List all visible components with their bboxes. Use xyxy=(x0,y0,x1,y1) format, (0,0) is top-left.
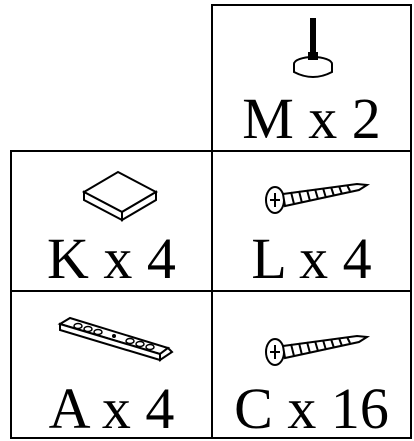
part-label-m: M x 2 xyxy=(213,90,410,148)
part-label-c: C x 16 xyxy=(213,380,410,438)
part-cell-a: A x 4 xyxy=(10,290,213,439)
part-cell-k: K x 4 xyxy=(10,150,213,292)
part-label-k: K x 4 xyxy=(12,230,211,288)
square-pad-icon xyxy=(80,170,160,222)
screw-icon xyxy=(261,322,371,372)
part-label-l: L x 4 xyxy=(213,230,410,288)
part-cell-c: C x 16 xyxy=(211,290,412,439)
part-cell-l: L x 4 xyxy=(211,150,412,292)
leveling-foot-icon xyxy=(283,16,343,86)
part-cell-m: M x 2 xyxy=(211,4,412,152)
part-label-a: A x 4 xyxy=(12,380,211,438)
screw-icon xyxy=(261,170,371,220)
mounting-bracket-icon xyxy=(56,314,176,370)
